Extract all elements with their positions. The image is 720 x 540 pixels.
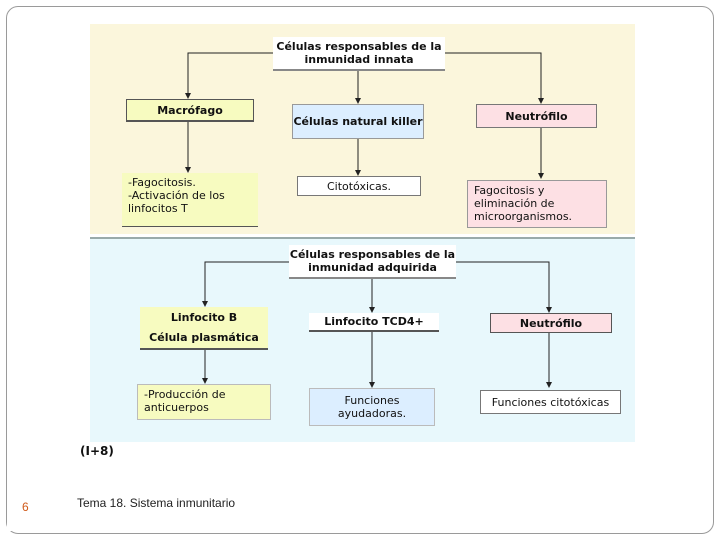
adaptive-title-box: Células responsables de la inmunidad adq… <box>289 245 456 279</box>
macrophage-function-box: -Fagocitosis. -Activación de los linfoci… <box>122 173 258 227</box>
nk-function-box: Citotóxicas. <box>297 176 421 196</box>
slide-footer-title: Tema 18. Sistema inmunitario <box>77 496 236 510</box>
neutrophil-function-box-innate: Fagocitosis y eliminación de microorgani… <box>467 180 607 228</box>
innate-title-box: Células responsables de la inmunidad inn… <box>273 37 445 71</box>
neutrophil-box-innate: Neutrófilo <box>476 104 597 128</box>
macrophage-box: Macrófago <box>126 99 254 122</box>
slide-number-ornament <box>7 491 43 531</box>
b-lymphocyte-box: Linfocito B Célula plasmática <box>140 307 268 350</box>
figure-reference: (I+8) <box>80 444 114 458</box>
b-lymphocyte-function-box: -Producción de anticuerpos <box>137 384 271 420</box>
nk-cells-box: Células natural killer <box>292 104 424 139</box>
tcd4-function-box: Funciones ayudadoras. <box>309 388 435 426</box>
neutrophil-box-adaptive: Neutrófilo <box>490 313 612 333</box>
tcd4-box: Linfocito TCD4+ <box>309 313 439 332</box>
slide-number: 6 <box>22 500 29 514</box>
neutrophil-function-box-adaptive: Funciones citotóxicas <box>480 390 621 414</box>
